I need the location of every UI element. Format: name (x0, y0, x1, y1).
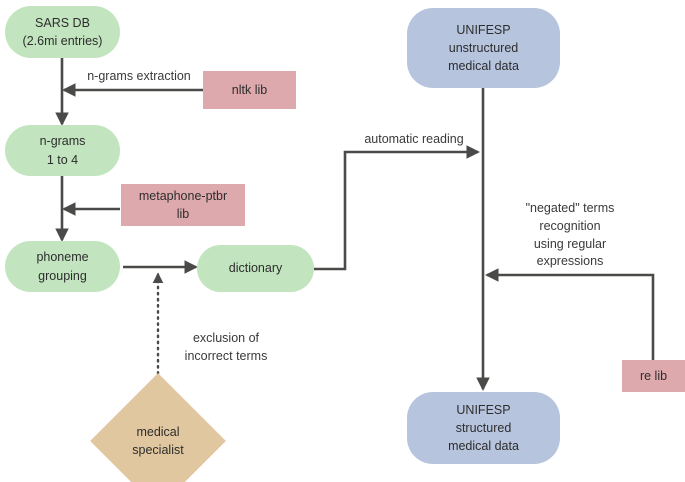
node-n-grams[interactable]: n-grams 1 to 4 (5, 125, 120, 176)
node-nltk-lib[interactable]: nltk lib (203, 71, 296, 109)
edge-label-negated-terms: "negated" terms recognition using regula… (525, 201, 615, 269)
node-sars-db[interactable]: SARS DB (2.6mi entries) (5, 6, 120, 58)
edge-dictionary-to-unifesp-trunk (314, 145, 481, 271)
node-dictionary[interactable]: dictionary (197, 245, 314, 292)
edge-label-automatic-reading: automatic reading (364, 132, 464, 146)
node-unifesp-unstructured[interactable]: UNIFESP unstructured medical data (407, 8, 560, 88)
edge-label-n-grams-extraction: n-grams extraction (87, 69, 191, 83)
node-metaphone-ptbr-lib[interactable]: metaphone-ptbr lib (121, 184, 245, 226)
node-phoneme-grouping[interactable]: phoneme grouping (5, 241, 120, 292)
edge-relib-to-trunk (484, 268, 655, 360)
medical-specialist-label: medical specialist (132, 424, 184, 457)
node-medical-specialist[interactable]: medical specialist (90, 373, 226, 482)
node-unifesp-structured[interactable]: UNIFESP structured medical data (407, 392, 560, 464)
edge-label-exclusion: exclusion of incorrect terms (184, 331, 268, 363)
node-re-lib[interactable]: re lib (622, 360, 685, 392)
